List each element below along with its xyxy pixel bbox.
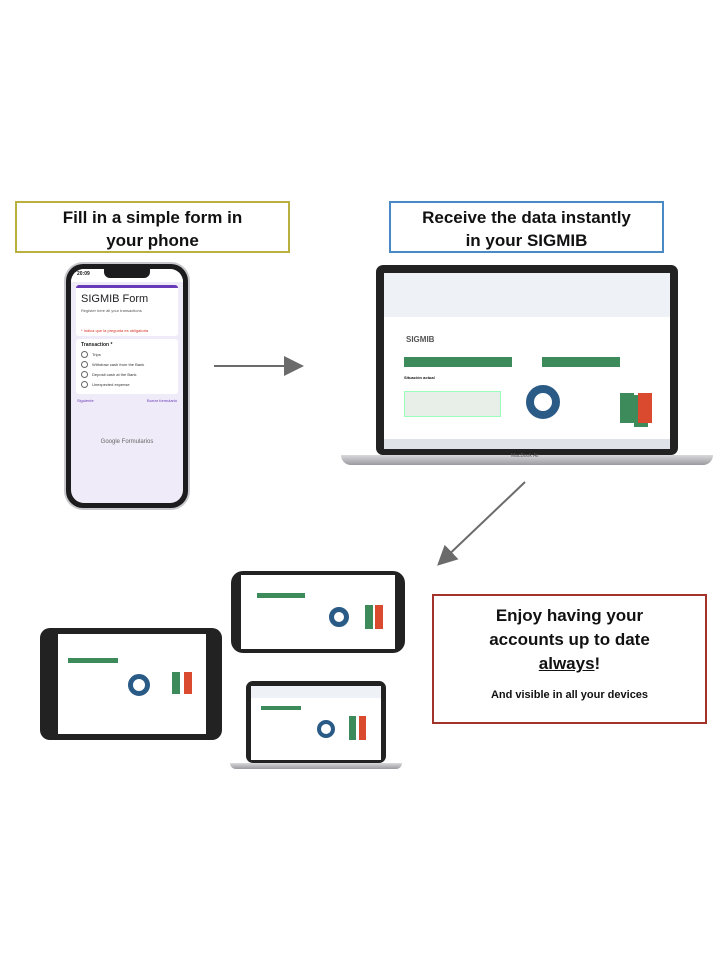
step3-line1: Enjoy having your [495, 606, 644, 625]
bar-red [184, 672, 192, 694]
step3-line2: accounts up to date [489, 630, 650, 649]
dashboard-logo: SIGMIB [406, 335, 435, 344]
bar-green [620, 393, 634, 423]
arrow-down-left [437, 481, 526, 566]
form-required-note: * Indica que la pregunta es obligatoria [81, 328, 149, 333]
radio-icon [81, 381, 88, 388]
radio-icon [81, 361, 88, 368]
form-option[interactable]: Deposit cash at the Bank [81, 371, 173, 378]
form-description: Register here all your transactions [81, 308, 142, 313]
clear-form-button[interactable]: Borrar formulario [146, 398, 177, 403]
form-option[interactable]: Trips [81, 351, 173, 358]
summary-strip [68, 658, 118, 663]
step3-always: always [538, 654, 595, 673]
bar-red [375, 605, 383, 629]
phone-landscape [231, 571, 405, 653]
form-option-label: Unexpected expense [92, 382, 130, 387]
next-button[interactable]: Siguiente [77, 398, 94, 403]
laptop-main-screen: SIGMIB Situación actual [384, 273, 670, 449]
form-header-card: SIGMIB Form Register here all your trans… [76, 285, 178, 336]
accounts-table [404, 391, 501, 417]
step2-line1: Receive the data instantly [422, 208, 631, 227]
form-option-label: Deposit cash at the Bank [92, 372, 137, 377]
section-title: Situación actual [404, 375, 435, 380]
donut-chart [128, 674, 150, 696]
step1-caption: Fill in a simple form in your phone [15, 201, 290, 253]
form-buttons: Siguiente Borrar formulario [77, 398, 177, 403]
laptop-main-base: MacBook Air [341, 453, 713, 465]
sheets-toolbar [251, 686, 381, 698]
laptop-small-screen [251, 686, 381, 760]
bar-green [172, 672, 180, 694]
google-forms-footer: Google Formularios [100, 439, 154, 445]
donut-chart [526, 385, 560, 419]
bar-green [349, 716, 356, 740]
dashboard-area: SIGMIB Situación actual [402, 335, 648, 445]
radio-icon [81, 371, 88, 378]
form-disclaimer [71, 407, 183, 435]
phone-device: 20:09 SIGMIB Form Register here all your… [66, 264, 188, 508]
bar-red [359, 716, 366, 740]
step3-line3: always! [434, 652, 705, 676]
form-option-label: Trips [92, 352, 101, 357]
summary-strip [261, 706, 301, 710]
step2-caption: Receive the data instantly in your SIGMI… [389, 201, 664, 253]
step1-line1: Fill in a simple form in [62, 208, 243, 227]
step2-line2: in your SIGMIB [465, 231, 588, 250]
sheets-toolbar [384, 273, 670, 317]
summary-strip [404, 357, 512, 367]
form-option-label: Withdraw cash from the Bank [92, 362, 145, 367]
donut-chart [329, 607, 349, 627]
laptop-small [246, 681, 386, 763]
tablet-device [40, 628, 222, 740]
phone-notch [104, 268, 150, 278]
summary-strip [257, 593, 305, 598]
form-option[interactable]: Withdraw cash from the Bank [81, 361, 173, 368]
dock [384, 439, 670, 449]
form-option[interactable]: Unexpected expense [81, 381, 173, 388]
step3-caption: Enjoy having your accounts up to date al… [432, 594, 707, 724]
tablet-screen [58, 634, 206, 734]
phone-screen: 20:09 SIGMIB Form Register here all your… [71, 269, 183, 503]
step3-subtitle: And visible in all your devices [490, 689, 649, 701]
form-account-info [81, 314, 173, 328]
form-question: Transaction * [81, 342, 113, 348]
donut-chart [317, 720, 335, 738]
form-title: SIGMIB Form [81, 293, 149, 305]
bar-red [638, 393, 652, 423]
radio-icon [81, 351, 88, 358]
laptop-small-base [230, 763, 402, 769]
phone-landscape-screen [241, 575, 395, 649]
form-question-card: Transaction * Trips Withdraw cash from t… [76, 339, 178, 394]
step1-line2: your phone [106, 231, 199, 250]
laptop-main: SIGMIB Situación actual [376, 265, 678, 455]
bar-green [365, 605, 373, 629]
summary-strip-right [542, 357, 620, 367]
step3-exclaim: ! [594, 654, 601, 673]
device-label: MacBook Air [511, 453, 540, 459]
